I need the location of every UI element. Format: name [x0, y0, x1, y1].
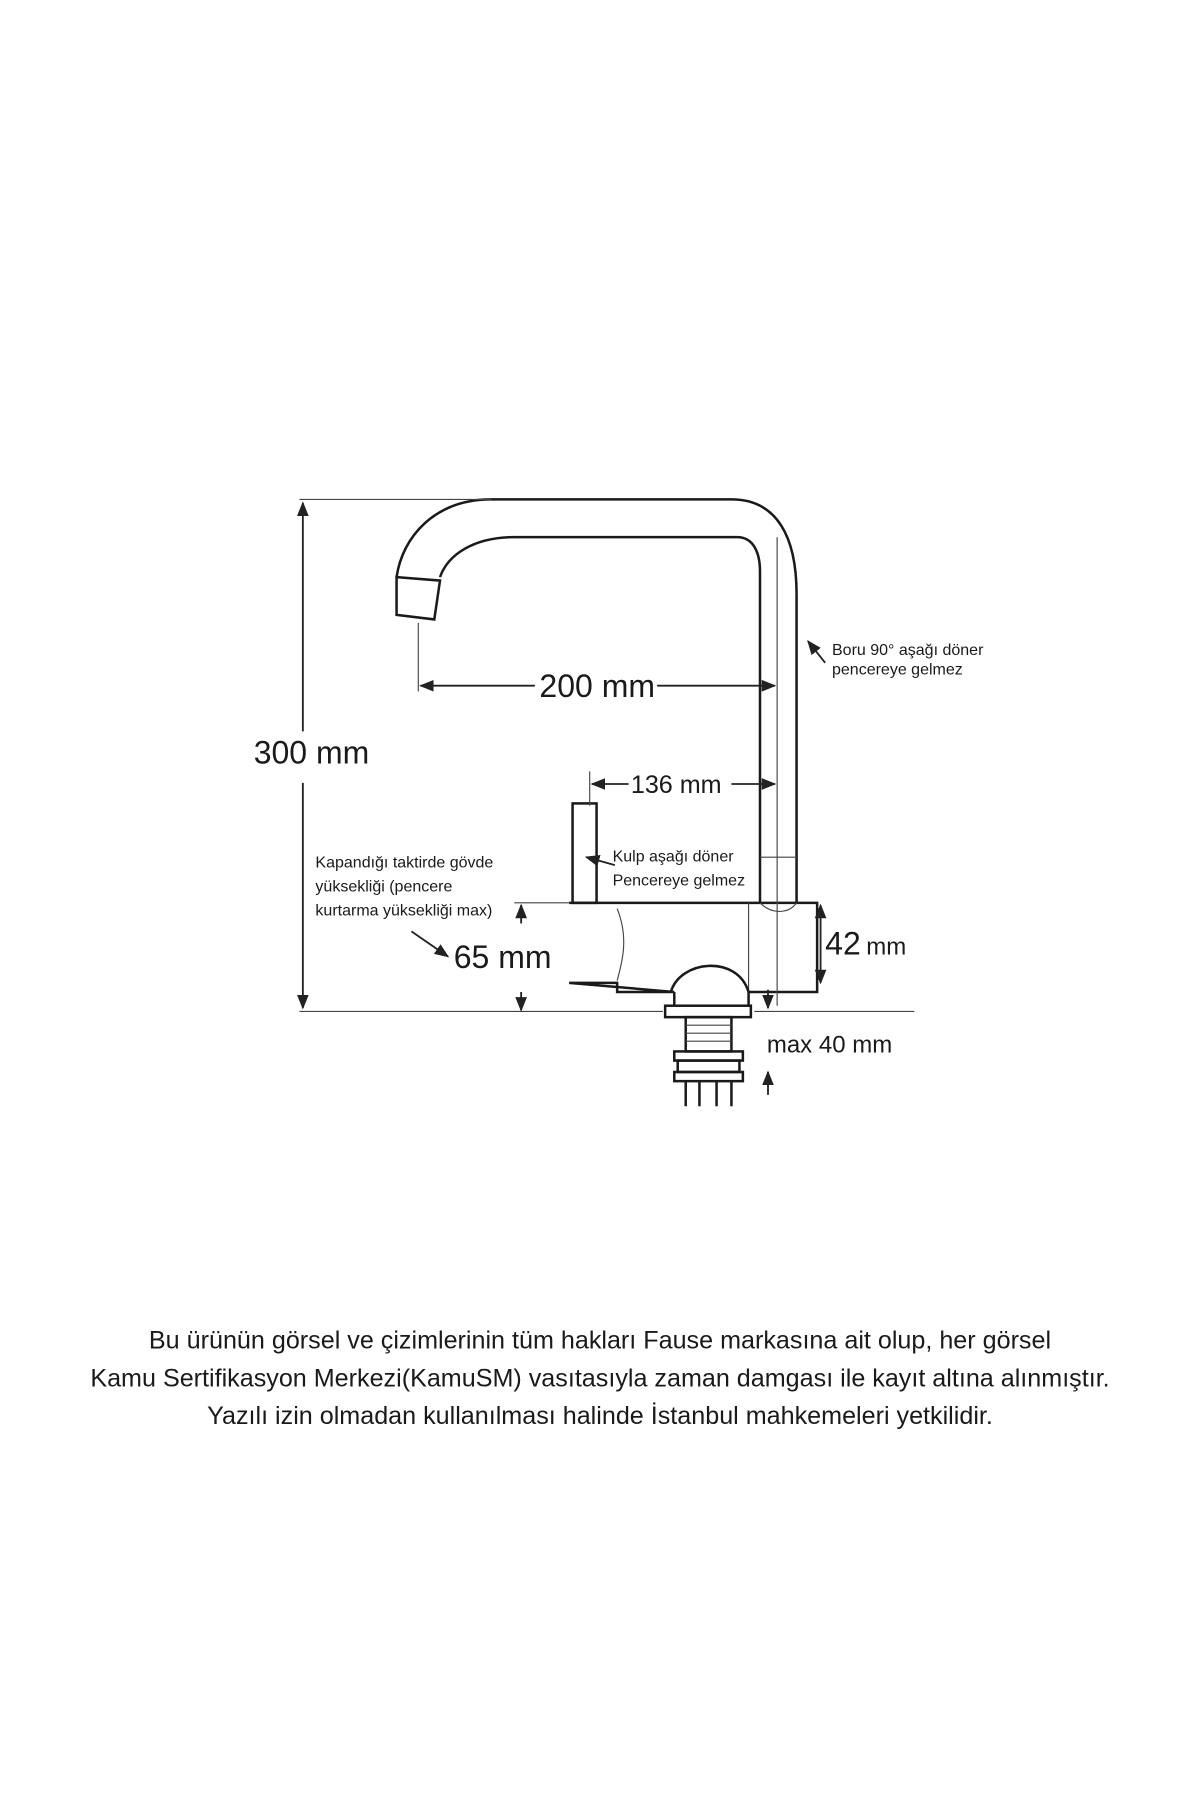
spout-note-line1: Boru 90° aşağı döner	[832, 642, 984, 659]
base-flange	[663, 1004, 753, 1019]
footer-line1: Bu ürünün görsel ve çizimlerinin tüm hak…	[149, 1327, 1051, 1355]
body-note-line3: kurtarma yüksekliği max)	[315, 902, 492, 919]
faucet-outline	[395, 498, 819, 1107]
body-note-line2: yüksekliği (pencere	[315, 878, 452, 895]
handle-note-line1: Kulp aşağı döner	[613, 849, 735, 866]
spout-tip	[395, 575, 442, 621]
dim-spout-reach: 200 mm	[539, 668, 655, 704]
dim-shank-max: max 40 mm	[767, 1032, 892, 1059]
base-dome	[669, 964, 750, 1006]
dim-height-total: 300 mm	[254, 734, 370, 770]
dim-body-height-value: 42	[825, 925, 861, 961]
body	[569, 901, 819, 994]
dimension-arrows	[297, 501, 827, 1095]
extension-lines	[299, 498, 915, 1012]
footer-line2: Kamu Sertifikasyon Merkezi(KamuSM) vasıt…	[90, 1364, 1109, 1392]
spout-note-line2: pencereye gelmez	[832, 661, 963, 678]
handle-lever	[571, 802, 598, 905]
handle-note-line2: Pencereye gelmez	[613, 873, 746, 890]
footer-line3: Yazılı izin olmadan kullanılması halinde…	[207, 1401, 993, 1430]
body-note-line1: Kapandığı taktirde gövde	[315, 854, 493, 871]
dim-handle-reach: 136 mm	[631, 771, 722, 799]
threaded-shank	[673, 1015, 745, 1107]
dim-body-height-unit: mm	[866, 933, 906, 960]
dim-window-clearance: 65 mm	[454, 939, 552, 975]
